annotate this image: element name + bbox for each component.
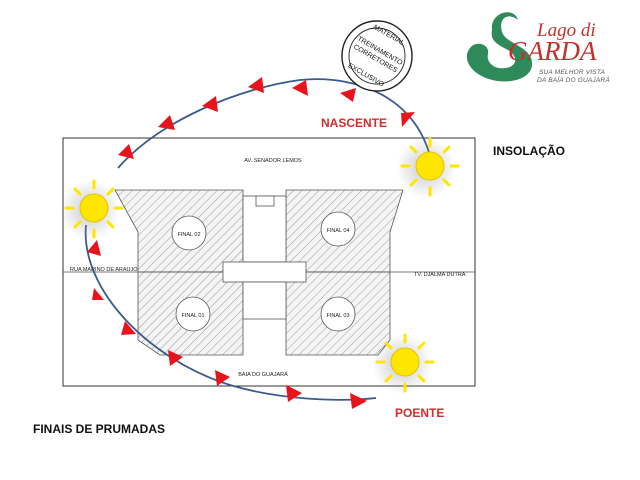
arrow [118,144,134,159]
site-boundary [62,137,476,387]
sun-poente [372,333,435,394]
swan-logo-icon [466,12,533,82]
arrow [121,321,136,335]
final-03-label: FINAL 03 [326,313,349,319]
insolacao-title: INSOLAÇÃO [493,144,565,158]
arrow [158,115,175,130]
nascente-label: NASCENTE [321,116,388,130]
core-bottom [242,281,287,320]
sun-nascente [396,137,460,198]
logo-word2: GARDA [508,36,597,66]
arrow [202,96,218,112]
core-stair [255,195,275,207]
arrow [340,88,356,102]
logo-subtitle-2: DA BAÍA DO GUAJARÁ [537,77,610,84]
training-stamp: MATERIAL TREINAMENTO CORRETORES EXCLUSIV… [341,20,413,92]
arrow [215,370,230,386]
sun-path-arc-lower [84,224,377,401]
arrow [92,288,104,300]
arrow [286,385,302,402]
street-top: AV. SENADOR LEMOS [244,158,302,164]
building-plan [63,189,475,356]
poente-label: POENTE [395,406,445,420]
final-01-circle [175,296,211,332]
street-bottom: BAIA DO GUAJARÁ [238,371,288,378]
final-02-label: FINAL 02 [177,232,200,238]
arrow [248,77,264,93]
final-04-circle [320,211,356,247]
final-02-circle [171,215,207,251]
arrow [350,393,367,409]
core-top [242,195,287,263]
finais-title: FINAIS DE PRUMADAS [33,422,166,436]
final-01-label: FINAL 01 [181,313,204,319]
sun-west [60,179,124,240]
street-right: TV. DJALMA DUTRA [414,272,466,278]
core-center [222,261,307,283]
logo-word1: Lago di [536,20,596,41]
street-left: RUA MARINO DE ARAUJO [70,267,138,273]
final-03-circle [320,296,356,332]
lago-di-garda-logo: Lago di GARDA [466,12,597,82]
arrow [168,350,183,366]
arrow [401,112,415,127]
arrow [292,80,308,96]
direction-arrows [87,77,415,409]
final-04-label: FINAL 04 [326,228,349,234]
arrow [87,240,101,256]
logo-subtitle-1: SUA MELHOR VISTA [539,69,606,76]
